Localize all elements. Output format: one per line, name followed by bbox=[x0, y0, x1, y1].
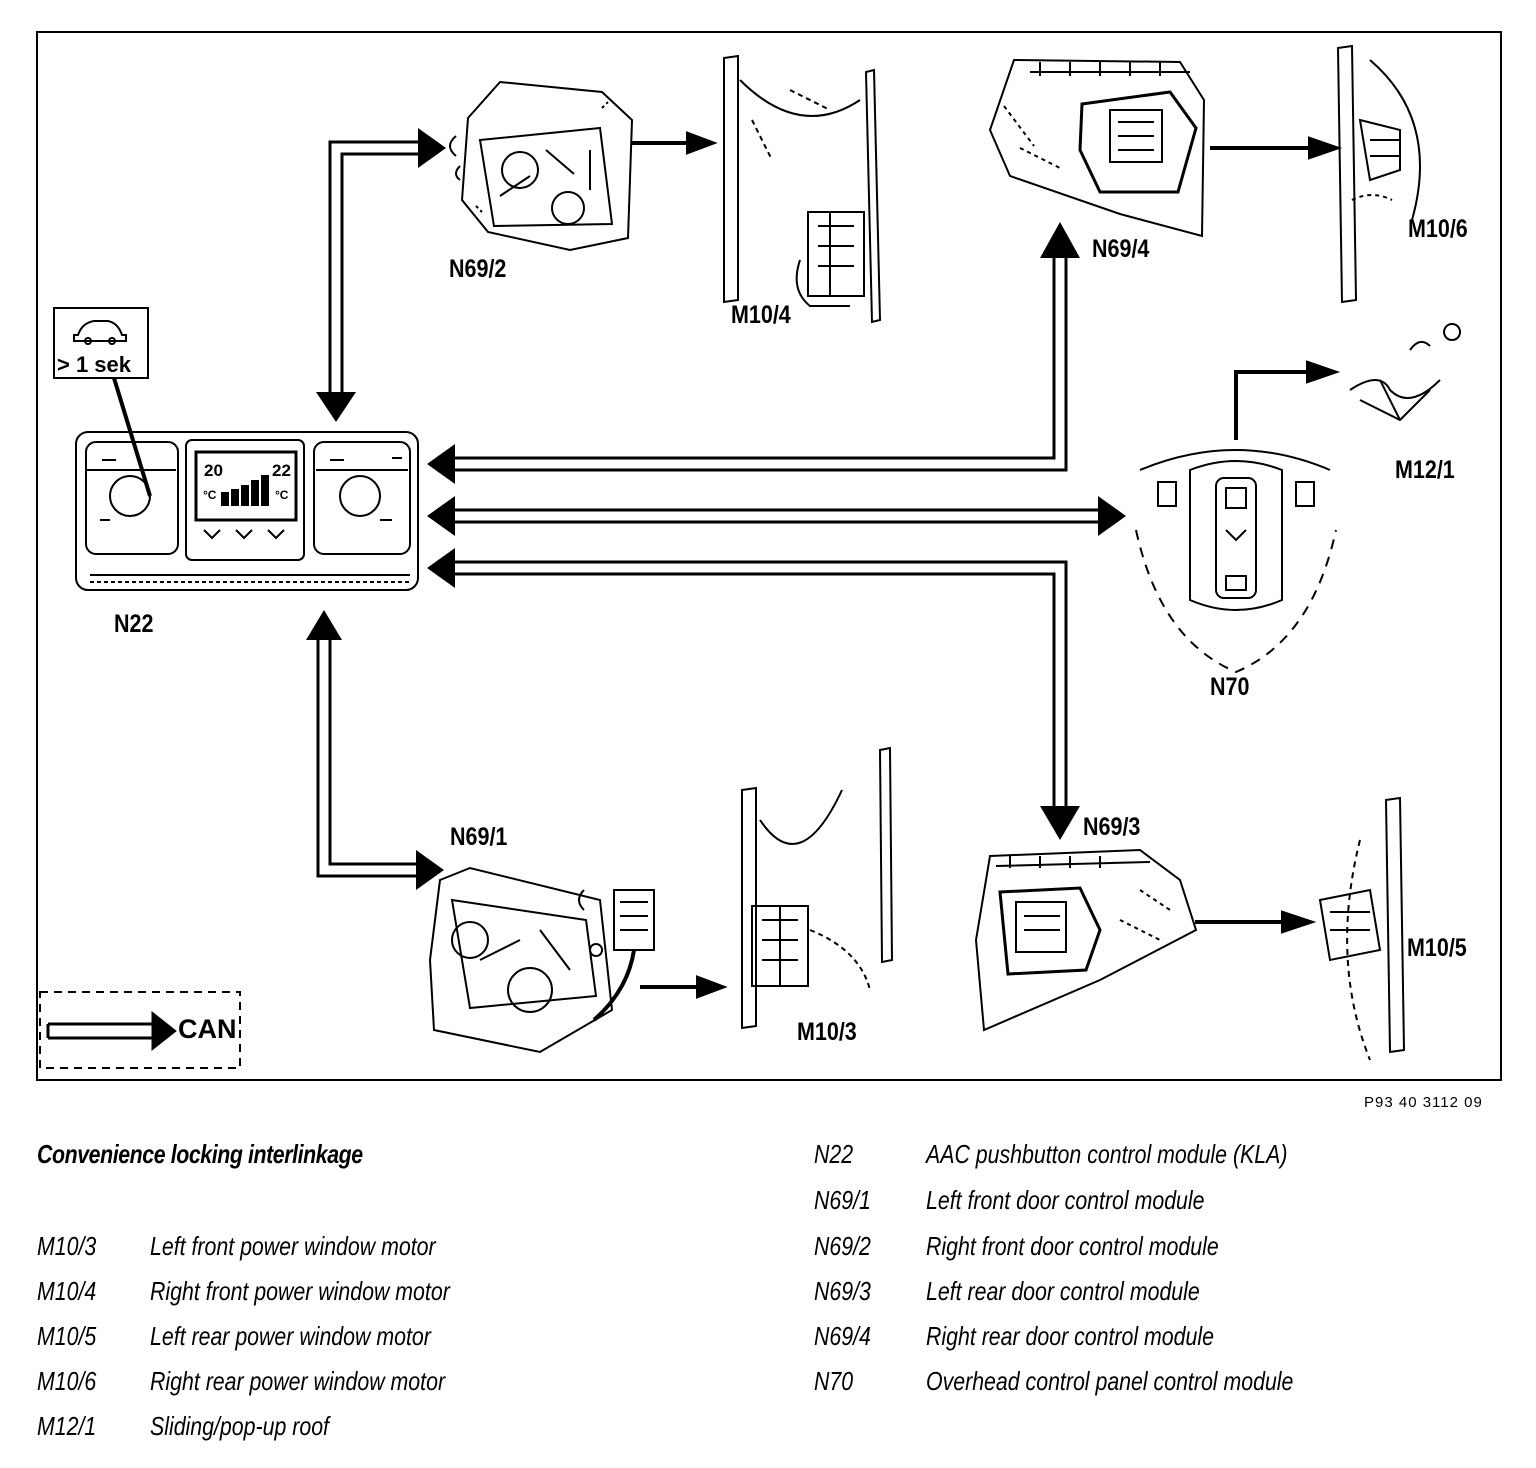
label-m10-5: M10/5 bbox=[1407, 934, 1467, 962]
car-icon bbox=[73, 320, 127, 342]
display-right-temp: 22 bbox=[272, 461, 291, 480]
display-left-temp: 20 bbox=[204, 461, 223, 480]
arrowhead-down-n22-bottom bbox=[306, 610, 342, 640]
legend-right-desc-4: Left rear door control module bbox=[926, 1276, 1200, 1306]
pointer-line bbox=[112, 377, 152, 497]
legend-left-code-2: M10/4 bbox=[37, 1276, 97, 1306]
reference-code: P93 40 3112 09 bbox=[1364, 1094, 1483, 1111]
label-n69-1: N69/1 bbox=[450, 823, 508, 851]
arrowhead-n22-1 bbox=[427, 444, 455, 484]
label-m10-3: M10/3 bbox=[797, 1018, 857, 1046]
legend-right-desc-1: AAC pushbutton control module (KLA) bbox=[926, 1139, 1288, 1169]
can-arrowheads bbox=[306, 128, 1126, 890]
m10-5-drawing bbox=[1318, 796, 1406, 1061]
legend-right-code-2: N69/1 bbox=[814, 1185, 871, 1215]
label-n70: N70 bbox=[1210, 673, 1250, 701]
legend-title: Convenience locking interlinkage bbox=[37, 1139, 363, 1169]
legend-left-desc-3: Left rear power window motor bbox=[150, 1321, 431, 1351]
m10-6-drawing bbox=[1336, 44, 1421, 304]
display-unit-left: °C bbox=[203, 488, 217, 502]
legend-left-code-1: M10/3 bbox=[37, 1231, 97, 1261]
arrowhead-to-m10-6 bbox=[1308, 136, 1343, 160]
legend-right-desc-2: Left front door control module bbox=[926, 1185, 1205, 1215]
label-m12-1: M12/1 bbox=[1395, 456, 1455, 484]
can-legend-box bbox=[39, 991, 241, 1069]
label-n69-4: N69/4 bbox=[1092, 235, 1150, 263]
arrowhead-to-m10-5 bbox=[1281, 910, 1317, 934]
label-n69-3: N69/3 bbox=[1083, 813, 1141, 841]
timer-label: > 1 sek bbox=[57, 352, 132, 377]
legend-left-code-3: M10/5 bbox=[37, 1321, 97, 1351]
label-m10-6: M10/6 bbox=[1408, 215, 1468, 243]
legend-left-desc-1: Left front power window motor bbox=[150, 1231, 436, 1261]
signal-links bbox=[632, 131, 1343, 999]
legend-left-desc-4: Right rear power window motor bbox=[150, 1366, 446, 1396]
label-n69-2: N69/2 bbox=[449, 255, 507, 283]
legend-left-code-4: M10/6 bbox=[37, 1366, 97, 1396]
arrowhead-up-n22-top bbox=[316, 392, 356, 422]
arrowhead-to-n69-3 bbox=[1040, 806, 1080, 840]
arrowhead-n22-3 bbox=[427, 548, 455, 588]
can-link-n22-n69-2 bbox=[328, 140, 420, 392]
n22-control-module-drawing bbox=[75, 431, 419, 591]
legend-right-code-3: N69/2 bbox=[814, 1231, 871, 1261]
can-link-n22-n70 bbox=[455, 508, 1100, 524]
display-unit-right: °C bbox=[275, 488, 289, 502]
n69-2-drawing bbox=[449, 80, 634, 252]
arrowhead-to-n69-4 bbox=[1040, 222, 1080, 258]
legend-left-desc-5: Sliding/pop-up roof bbox=[150, 1411, 329, 1441]
arrowhead-to-m12-1 bbox=[1306, 360, 1341, 384]
arrowhead-to-m10-4 bbox=[686, 131, 718, 155]
arrowhead-to-n69-1 bbox=[416, 850, 444, 890]
label-m10-4: M10/4 bbox=[731, 301, 791, 329]
link-n70-m12-1 bbox=[1234, 370, 1310, 440]
n69-4-drawing bbox=[988, 58, 1206, 238]
diagram-frame bbox=[36, 31, 1502, 1081]
can-link-n22-n69-1 bbox=[316, 640, 418, 878]
label-n22: N22 bbox=[114, 610, 154, 638]
legend-left-desc-2: Right front power window motor bbox=[150, 1276, 450, 1306]
legend-right-desc-5: Right rear door control module bbox=[926, 1321, 1214, 1351]
arrowhead-to-n70 bbox=[1098, 496, 1126, 536]
m12-1-drawing bbox=[1349, 323, 1461, 422]
legend-right-desc-6: Overhead control panel control module bbox=[926, 1366, 1294, 1396]
legend-right-code-5: N69/4 bbox=[814, 1321, 871, 1351]
legend-right-code-1: N22 bbox=[814, 1139, 854, 1169]
m10-4-drawing bbox=[723, 54, 882, 324]
n69-3-drawing bbox=[974, 848, 1198, 1032]
legend-left-code-5: M12/1 bbox=[37, 1411, 97, 1441]
m10-3-drawing bbox=[741, 746, 894, 1030]
can-link-n22-n69-3 bbox=[455, 560, 1068, 806]
can-link-n22-n69-4 bbox=[455, 258, 1068, 472]
arrowhead-to-m10-3 bbox=[696, 975, 728, 999]
timer-box bbox=[53, 307, 149, 379]
n69-1-drawing bbox=[428, 866, 655, 1054]
arrowhead-n22-2 bbox=[427, 496, 455, 536]
can-bus-links bbox=[316, 140, 1100, 878]
legend-right-code-6: N70 bbox=[814, 1366, 854, 1396]
legend-right-desc-3: Right front door control module bbox=[926, 1231, 1219, 1261]
interlinkage-diagram bbox=[36, 31, 1502, 1081]
n70-drawing bbox=[1135, 449, 1337, 674]
arrowhead-to-n69-2 bbox=[418, 128, 446, 168]
legend-right-code-4: N69/3 bbox=[814, 1276, 871, 1306]
can-label: CAN bbox=[178, 1014, 237, 1044]
